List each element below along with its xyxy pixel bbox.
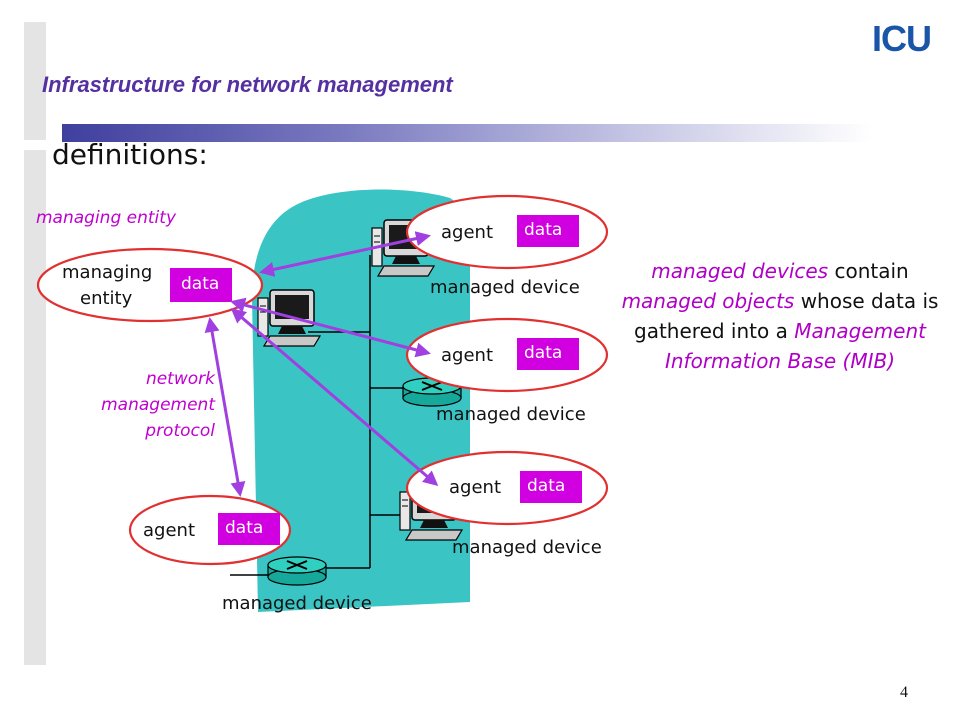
agent-label: agent: [441, 222, 493, 243]
agent-ellipse: [405, 450, 609, 526]
definitions-heading: definitions:: [52, 138, 208, 171]
left-accent-bar-top: [24, 22, 46, 140]
protocol-label-line3: protocol: [145, 421, 215, 441]
mib-term: Management Information Base (MIB): [664, 319, 926, 373]
agent-label: agent: [441, 345, 493, 366]
managed-device-label: managed device: [430, 277, 580, 298]
agent-label: agent: [449, 477, 501, 498]
title-underline-gradient: [62, 124, 872, 142]
definition-description: managed devices contain managed objects …: [612, 256, 948, 376]
icu-logo: ICU: [872, 18, 932, 59]
data-label: data: [527, 476, 566, 496]
data-box: [517, 338, 579, 370]
page-number: 4: [900, 684, 908, 701]
data-box: [517, 215, 579, 247]
data-box: [520, 471, 582, 503]
data-label: data: [225, 518, 264, 538]
data-box: [218, 513, 280, 545]
data-label: data: [524, 220, 563, 240]
data-box: [170, 268, 232, 302]
slide-title: Infrastructure for network management: [42, 72, 453, 97]
protocol-arrows: [204, 231, 439, 497]
description-text: whose data is gathered into a: [634, 289, 939, 343]
router-icon: [267, 556, 327, 586]
managing-entity-label-line2: entity: [80, 288, 133, 309]
managing-entity-caption: managing entity: [36, 208, 177, 228]
protocol-label-line2: management: [101, 395, 215, 415]
managing-entity-ellipse: [36, 247, 264, 323]
description-text: contain: [828, 259, 909, 283]
managed-device-label: managed device: [222, 593, 372, 614]
managed-device-label: managed device: [436, 404, 586, 425]
data-label: data: [524, 343, 563, 363]
managed-devices-term: managed devices: [651, 259, 829, 283]
managed-objects-term: managed objects: [621, 289, 795, 313]
agent-label: agent: [143, 520, 195, 541]
managing-entity-label-line1: managing: [62, 262, 153, 283]
network-management-protocol-label: network management protocol: [70, 366, 215, 444]
protocol-label-line1: network: [145, 369, 215, 389]
managed-device-label: managed device: [452, 537, 602, 558]
data-label: data: [181, 274, 220, 294]
